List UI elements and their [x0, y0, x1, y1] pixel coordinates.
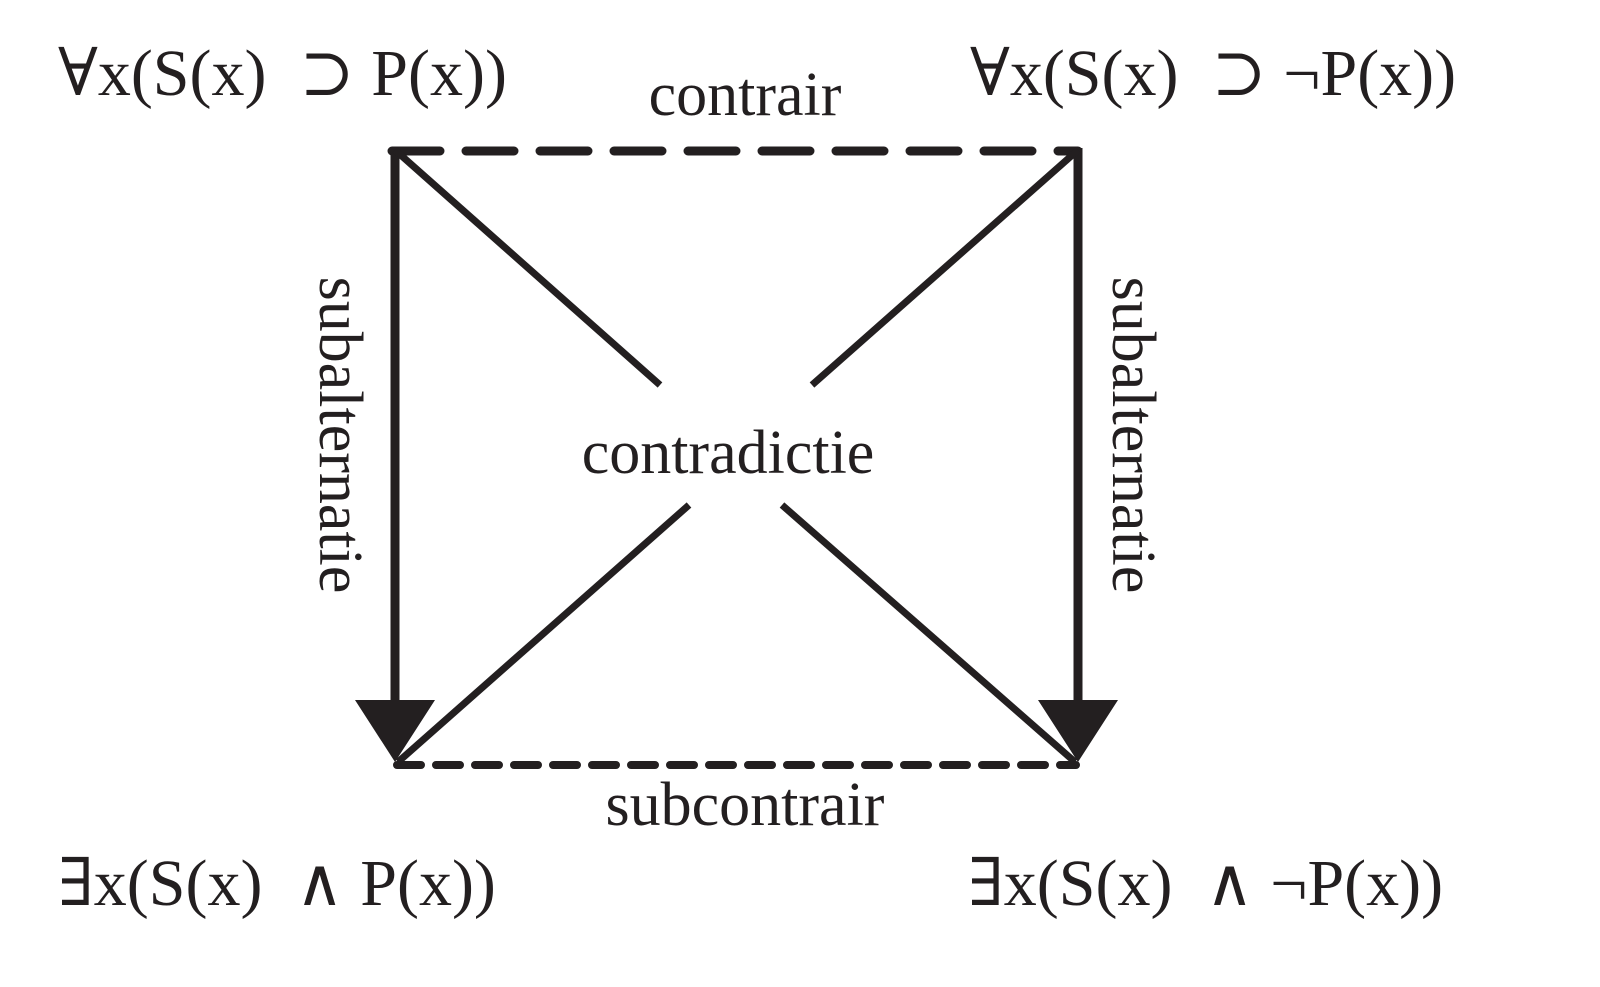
label-contradictie: contradictie — [582, 419, 875, 487]
formula-top-left: ∀x(S(x) ⊃ P(x)) — [58, 37, 507, 110]
formula-top-right: ∀x(S(x) ⊃ ¬P(x)) — [970, 37, 1456, 110]
formula-bottom-left: ∃x(S(x) ∧ P(x)) — [58, 847, 496, 920]
diagonal-br — [779, 502, 1078, 765]
formula-bottom-right: ∃x(S(x) ∧ ¬P(x)) — [968, 847, 1443, 920]
diagonal-tr — [809, 147, 1081, 388]
label-subcontrair: subcontrair — [606, 771, 885, 839]
label-subalternatie-left: subalternatie — [306, 277, 374, 594]
left-arrowhead — [355, 700, 435, 762]
label-contrair: contrair — [649, 61, 842, 129]
diagonal-bl — [395, 502, 692, 765]
diagonal-tl — [392, 147, 663, 388]
label-subalternatie-right: subalternatie — [1099, 277, 1167, 594]
right-arrowhead — [1038, 700, 1118, 762]
